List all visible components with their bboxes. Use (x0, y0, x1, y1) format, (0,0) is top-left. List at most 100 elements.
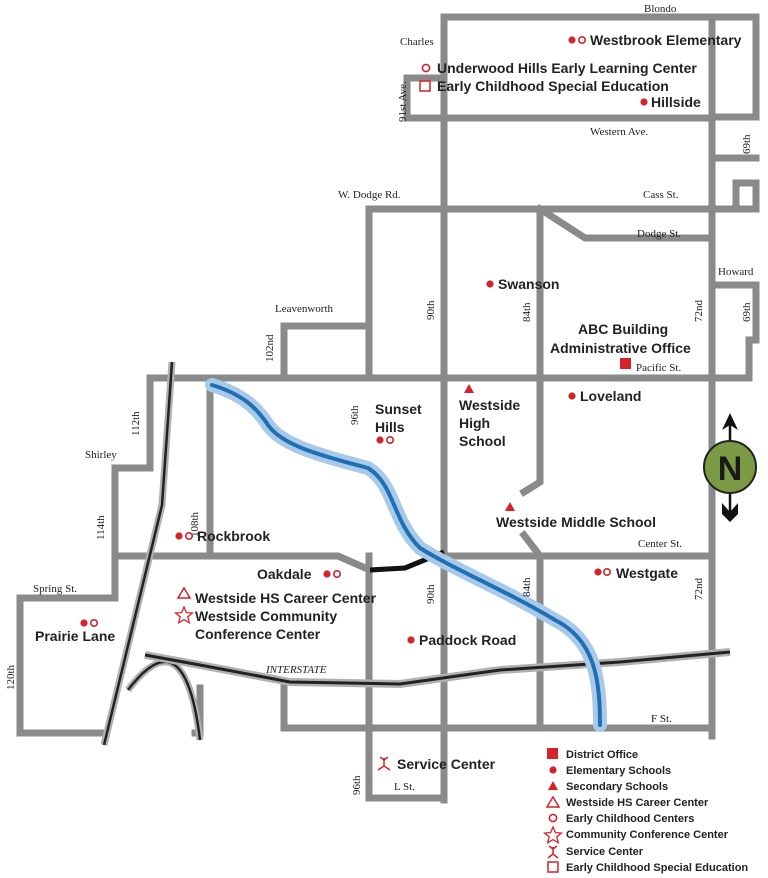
label-blondo: Blondo (644, 3, 677, 15)
elementary-marker (407, 636, 415, 644)
elementary-marker (640, 98, 648, 106)
label-dodge-st: Dodge St. (637, 228, 681, 240)
label-spring-st: Spring St. (33, 583, 77, 595)
label-pacific-st: Pacific St. (636, 362, 681, 374)
conference-center-line2[interactable]: Conference Center (195, 626, 321, 642)
school-career-center[interactable]: Westside HS Career Center (195, 590, 377, 606)
label-114th: 114th (95, 515, 107, 540)
school-prairie-lane[interactable]: Prairie Lane (35, 628, 115, 644)
elementary-marker (594, 568, 602, 576)
abc-building-line2[interactable]: Administrative Office (550, 340, 691, 356)
road-84th-north (519, 205, 544, 497)
sunset-hills-line1[interactable]: Sunset (375, 401, 422, 417)
district-office-marker (620, 358, 631, 369)
legend-district-office-icon (547, 748, 558, 759)
legend-elementary-icon (549, 766, 557, 774)
school-loveland[interactable]: Loveland (580, 388, 641, 404)
early-childhood-marker (421, 63, 431, 73)
elementary-marker (323, 570, 331, 578)
elementary-marker (175, 532, 183, 540)
legend-label: District Office (566, 749, 638, 761)
elementary-marker (486, 280, 494, 288)
creek (205, 378, 607, 732)
label-shirley: Shirley (85, 449, 117, 461)
label-91st-ave: 91st Ave. (397, 81, 409, 122)
label-90th-north: 90th (425, 300, 437, 320)
special-education-marker (419, 80, 431, 92)
early-childhood-marker (602, 567, 611, 576)
road-west-side (111, 374, 716, 732)
road-96th-north (280, 205, 373, 382)
school-westside-middle[interactable]: Westside Middle School (496, 514, 656, 530)
school-early-childhood-special-ed[interactable]: Early Childhood Special Education (437, 78, 669, 94)
career-center-marker (176, 586, 192, 599)
sunset-hills-line2[interactable]: Hills (375, 419, 405, 435)
school-westbrook[interactable]: Westbrook Elementary (590, 32, 742, 48)
elementary-marker (568, 392, 576, 400)
westside-high-line3[interactable]: School (459, 433, 506, 449)
abc-building-line1[interactable]: ABC Building (578, 321, 668, 337)
compass-rose: N (703, 413, 757, 522)
label-72nd-south: 72nd (693, 578, 705, 601)
service-center-icon (377, 756, 391, 771)
label-84th-north: 84th (521, 302, 533, 322)
elementary-marker (568, 36, 576, 44)
westside-high-line2[interactable]: High (459, 415, 490, 431)
secondary-school-marker (505, 502, 515, 511)
label-69th-north: 69th (741, 134, 753, 154)
label-w-dodge-rd: W. Dodge Rd. (338, 189, 401, 201)
legend: District Office Elementary Schools Secon… (542, 748, 748, 874)
school-hillside[interactable]: Hillside (651, 94, 701, 110)
early-childhood-marker (385, 435, 394, 444)
early-childhood-marker (577, 35, 586, 44)
secondary-school-marker (464, 384, 474, 393)
legend-label: Service Center (566, 846, 644, 858)
label-69th-south: 69th (741, 302, 753, 322)
label-l-st: L St. (394, 781, 415, 793)
label-cass-st: Cass St. (643, 189, 679, 201)
label-96th-north: 96th (349, 405, 361, 425)
legend-label: Community Conference Center (566, 829, 729, 841)
label-72nd-north: 72nd (693, 300, 705, 323)
conference-center-marker (173, 605, 195, 625)
early-childhood-marker (90, 618, 99, 627)
legend-label: Early Childhood Special Education (566, 862, 748, 874)
label-charles: Charles (400, 36, 434, 48)
school-service-center[interactable]: Service Center (397, 756, 496, 772)
label-interstate: INTERSTATE (265, 664, 327, 676)
school-westgate[interactable]: Westgate (616, 565, 678, 581)
school-oakdale[interactable]: Oakdale (257, 566, 312, 582)
label-center-st: Center St. (638, 538, 682, 550)
legend-label: Elementary Schools (566, 765, 671, 777)
legend-label: Secondary Schools (566, 781, 668, 793)
legend-secondary-icon (548, 781, 558, 790)
early-childhood-marker (332, 569, 341, 578)
legend-special-education-icon (547, 861, 559, 873)
compass-north-letter: N (718, 450, 743, 488)
label-84th-south: 84th (521, 577, 533, 597)
elementary-marker (80, 619, 88, 627)
legend-label: Early Childhood Centers (566, 813, 694, 825)
westside-high-line1[interactable]: Westside (459, 397, 520, 413)
elementary-marker (376, 436, 384, 444)
school-swanson[interactable]: Swanson (498, 276, 559, 292)
legend-label: Westside HS Career Center (566, 797, 709, 809)
road-howard (708, 281, 760, 382)
compass-circle (703, 440, 757, 494)
legend-career-center-icon (545, 795, 561, 808)
label-leavenworth: Leavenworth (275, 303, 334, 315)
school-underwood[interactable]: Underwood Hills Early Learning Center (437, 60, 697, 76)
label-96th-south: 96th (351, 775, 363, 795)
label-120th: 120th (5, 664, 17, 690)
label-howard: Howard (718, 266, 754, 278)
legend-early-childhood-icon (548, 813, 558, 823)
road-w-dodge (365, 179, 760, 242)
road-network (16, 13, 760, 804)
label-90th-south: 90th (425, 584, 437, 604)
road-north-block (403, 13, 760, 162)
school-rockbrook[interactable]: Rockbrook (197, 528, 270, 544)
school-paddock-road[interactable]: Paddock Road (419, 632, 516, 648)
conference-center-line1[interactable]: Westside Community (195, 608, 337, 624)
